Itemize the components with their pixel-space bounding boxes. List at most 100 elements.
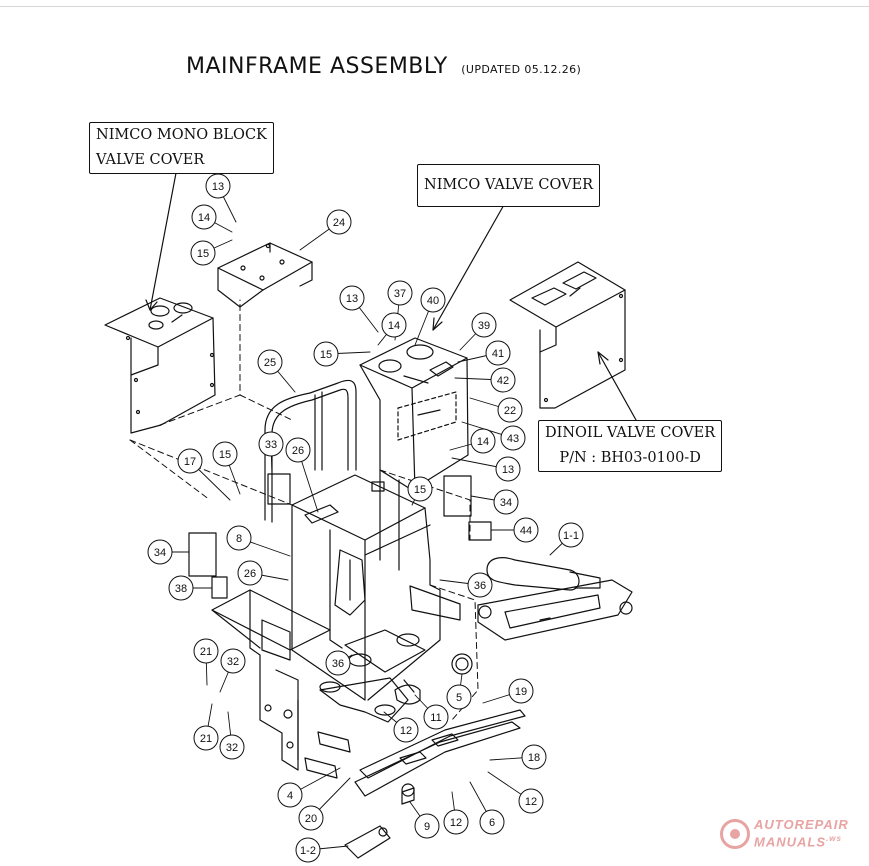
bubble-circle [493,489,519,515]
bubble-circle [420,287,446,313]
part-number-bubble: 5 [446,673,472,710]
part-number-bubble: 6 [469,781,505,835]
part-number-bubble: 8 [226,525,291,557]
bubble-circle [147,539,173,565]
bubble-circle [485,340,511,366]
part-number-label: 33 [265,439,277,451]
part-number-bubble: 15 [313,341,371,367]
part-number-label: 39 [478,320,490,332]
part-number-bubble: 12 [443,791,469,835]
part-number-label: 4 [287,790,293,802]
bubble-circle [393,717,419,743]
part-number-bubble: 15 [212,441,241,495]
nimco-valve-cover [359,337,469,491]
part-number-label: 15 [219,449,231,461]
part-number-bubble: 32 [219,711,245,760]
part-number-label: 11 [430,712,441,724]
lower-left-frame [211,589,331,771]
part-number-bubble: 44 [490,517,539,543]
part-number-bubble: 14 [191,204,233,233]
top-bracket [217,242,313,308]
part-number-bubble: 42 [454,367,516,393]
part-number-label: 1-2 [300,845,316,857]
part-number-label: 6 [489,817,495,829]
part-number-label: 13 [502,464,514,476]
part-number-label: 40 [427,295,439,307]
part-number-label: 34 [500,497,512,509]
part-number-label: 34 [154,547,166,559]
part-number-bubble: 13 [205,173,237,223]
bubble-circle [471,312,497,338]
bubble-circle [414,813,440,839]
part-number-bubble: 12 [487,771,544,814]
part-number-bubble: 18 [489,744,547,770]
dinoil-valve-cover [509,261,626,409]
part-number-label: 25 [264,357,276,369]
part-number-label: 21 [200,733,212,745]
bubble-circle [325,650,351,676]
bubble-circle [446,684,472,710]
part-number-bubble: 19 [482,678,534,704]
part-number-bubble: 17 [177,448,231,501]
part-number-bubble: 12 [383,711,419,743]
bubble-circle [495,456,521,482]
bubble-circle [508,678,534,704]
part-number-bubble: 36 [325,650,353,676]
part-number-bubble: 25 [257,349,296,393]
bubble-circle [168,575,194,601]
top-divider [0,6,869,7]
callout-line: DINOIL VALVE COVER [545,425,716,441]
bubble-circle [479,809,505,835]
part-number-label: 32 [227,656,239,668]
bubble-circle [212,441,238,467]
mono-block-valve-cover [104,297,216,434]
part-number-bubble: 1-1 [549,522,584,556]
title-update-note: (UPDATED 05.12.26) [461,63,582,76]
part-number-label: 42 [497,375,509,387]
watermark-line2: MANUALS [754,834,826,850]
part-number-label: 41 [492,348,504,360]
part-number-bubble: 20 [298,777,351,831]
part-number-bubble: 1-2 [295,837,349,863]
part-number-bubble: 13 [451,456,521,482]
diagram-title: MAINFRAME ASSEMBLY (UPDATED 05.12.26) [186,54,581,79]
bubble-circle [226,525,252,551]
bubble-circle [295,837,321,863]
boom-cylinder-and-arm [477,557,633,641]
bubble-circle [258,431,284,457]
part-number-bubble: 26 [237,560,289,586]
main-frame-body [291,469,461,701]
part-number-bubble: 39 [459,312,497,351]
bubble-circle [497,397,523,423]
part-number-bubble: 32 [219,648,246,693]
part-number-label: 9 [424,821,430,833]
part-number-label: 36 [332,658,344,670]
part-number-label: 36 [474,580,486,592]
bubble-circle [558,522,584,548]
bubble-circle [521,744,547,770]
part-number-label: 44 [520,525,532,537]
part-number-label: 8 [236,533,242,545]
watermark-suffix: .ws [826,834,842,843]
callout-line: NIMCO VALVE COVER [424,177,594,193]
part-number-label: 43 [507,433,519,445]
part-number-bubble: 14 [449,428,496,454]
callout-line: VALVE COVER [96,152,205,168]
bubble-circle [219,734,245,760]
part-number-bubble: 4 [277,767,341,808]
bubble-circle [381,312,407,338]
part-number-label: 17 [184,456,196,468]
part-number-label: 15 [414,484,426,496]
part-number-bubble: 15 [190,239,233,266]
title-text: MAINFRAME ASSEMBLY [186,54,448,79]
part-number-label: 12 [450,817,462,829]
part-number-label: 32 [226,742,238,754]
bubble-circle [518,788,544,814]
bubble-circle [220,648,246,674]
bubble-circle [190,240,216,266]
part-number-bubble: 13 [339,285,379,333]
part-number-bubble: 40 [414,287,446,346]
part-number-bubble: 38 [168,575,213,601]
part-number-label: 20 [305,813,317,825]
